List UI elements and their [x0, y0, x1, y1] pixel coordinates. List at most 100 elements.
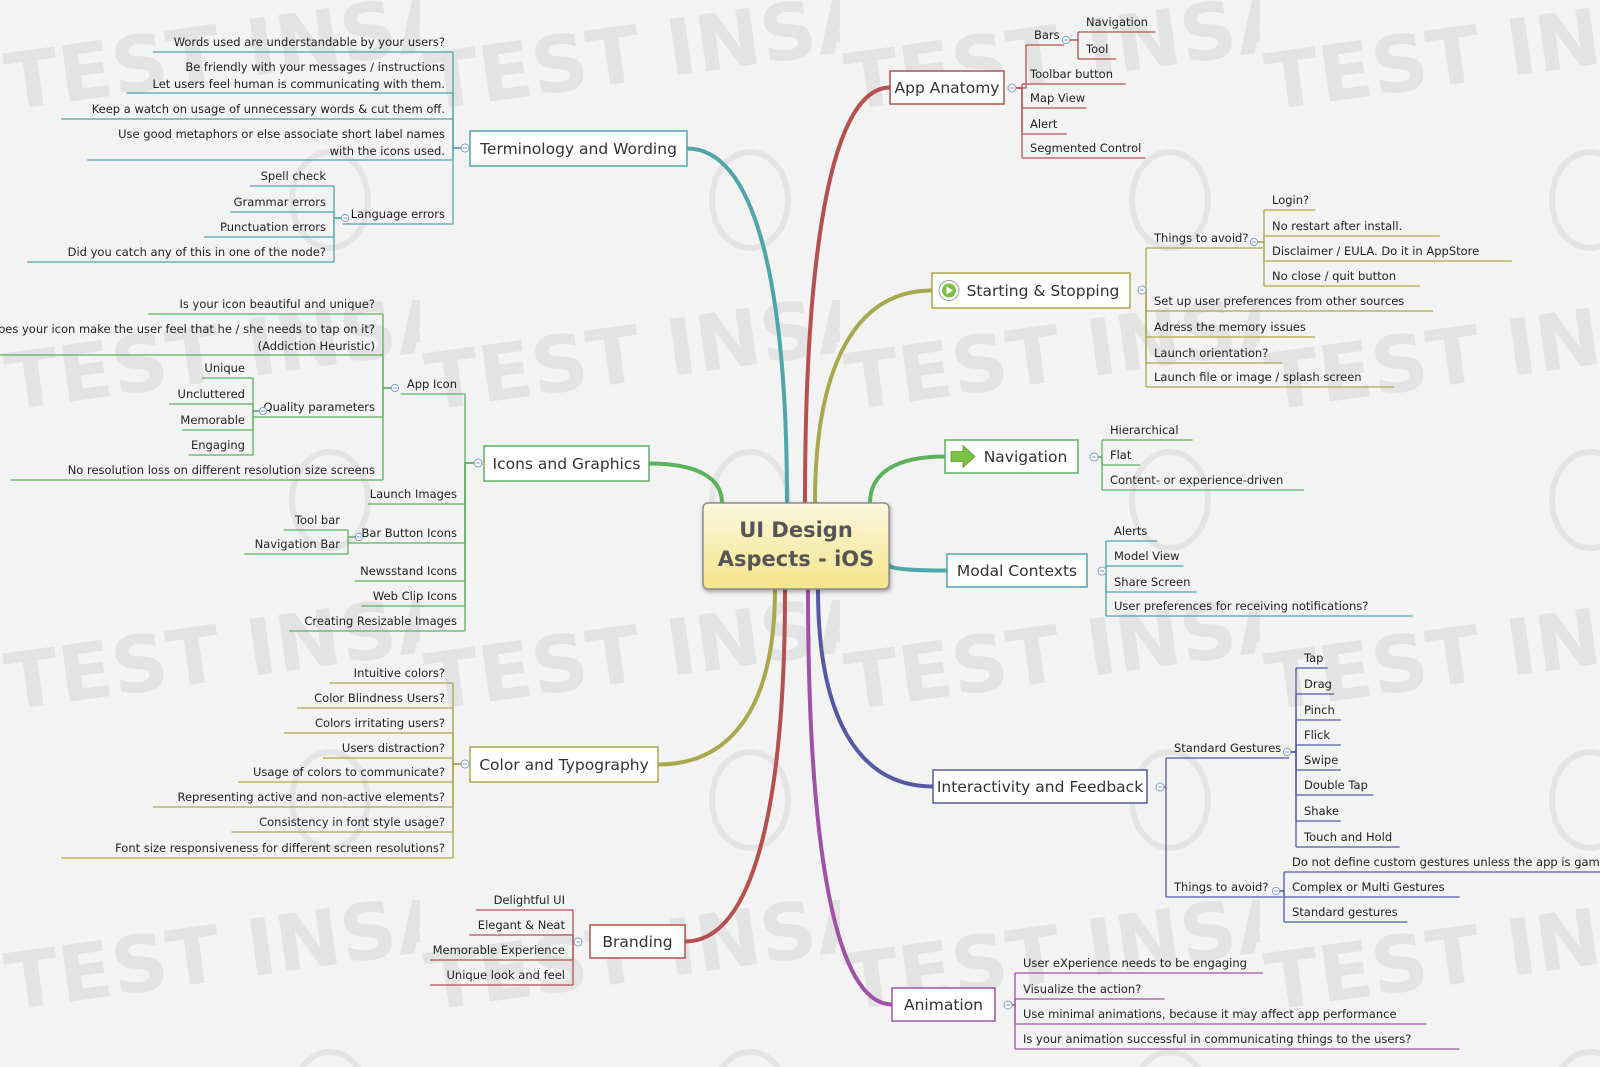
node-memorable[interactable]: Memorable	[180, 413, 245, 427]
node-tool[interactable]: Tool	[1085, 42, 1108, 56]
branch-navigation[interactable]: Navigation	[944, 439, 1079, 474]
branch-modal-contexts[interactable]: Modal Contexts	[946, 553, 1088, 588]
node-consistency-in-font-style-usage[interactable]: Consistency in font style usage?	[259, 815, 445, 829]
node-be-friendly-with-your-messages-instructions-line2[interactable]: Let users feel human is communicating wi…	[153, 77, 445, 91]
node-punctuation-errors[interactable]: Punctuation errors	[220, 220, 326, 234]
node-is-your-animation-successful-in-communicating-things-to-the-users[interactable]: Is your animation successful in communic…	[1023, 1032, 1411, 1046]
node-adress-the-memory-issues[interactable]: Adress the memory issues	[1154, 320, 1306, 334]
node-quality-parameters[interactable]: Quality parameters	[264, 400, 375, 414]
node-navigation-bar[interactable]: Navigation Bar	[255, 537, 341, 551]
arrow-right-icon	[950, 444, 976, 469]
node-usage-of-colors-to-communicate[interactable]: Usage of colors to communicate?	[253, 765, 445, 779]
node-use-minimal-animations-because-it-may-affect-app-performance[interactable]: Use minimal animations, because it may a…	[1023, 1007, 1397, 1021]
node-words-used-are-understandable-by-your-users[interactable]: Words used are understandable by your us…	[174, 35, 445, 49]
branch-connector-terminology-wording	[685, 146, 789, 505]
node-touch-and-hold[interactable]: Touch and Hold	[1303, 830, 1392, 844]
node-double-tap[interactable]: Double Tap	[1304, 778, 1368, 792]
branch-connector-branding	[683, 587, 787, 944]
branch-label-interactivity-feedback: Interactivity and Feedback	[937, 778, 1143, 796]
node-user-preferences-for-receiving-notifications[interactable]: User preferences for receiving notificat…	[1114, 599, 1368, 613]
node-color-blindness-users[interactable]: Color Blindness Users?	[314, 691, 445, 705]
node-did-you-catch-any-of-this-in-one-of-the-node[interactable]: Did you catch any of this in one of the …	[68, 245, 326, 259]
node-use-good-metaphors-or-else-associate-short-label-names[interactable]: Use good metaphors or else associate sho…	[118, 127, 445, 141]
branch-box	[469, 746, 659, 783]
node-navigation[interactable]: Navigation	[1086, 15, 1148, 29]
branch-branding[interactable]: Branding	[589, 924, 686, 959]
node-model-view[interactable]: Model View	[1114, 549, 1179, 563]
branch-interactivity-feedback[interactable]: Interactivity and Feedback	[932, 769, 1148, 804]
branch-color-typography[interactable]: Color and Typography	[469, 746, 659, 783]
node-no-resolution-loss-on-different-resolution-size-screens[interactable]: No resolution loss on different resoluti…	[68, 463, 375, 477]
node-elegant-neat[interactable]: Elegant & Neat	[478, 918, 566, 932]
node-flat[interactable]: Flat	[1110, 448, 1132, 462]
node-web-clip-icons[interactable]: Web Clip Icons	[373, 589, 457, 603]
node-launch-images[interactable]: Launch Images	[370, 487, 457, 501]
node-engaging[interactable]: Engaging	[191, 438, 245, 452]
node-representing-active-and-non-active-elements[interactable]: Representing active and non-active eleme…	[178, 790, 446, 804]
node-alert[interactable]: Alert	[1030, 117, 1058, 131]
node-disclaimer-eula-do-it-in-appstore[interactable]: Disclaimer / EULA. Do it in AppStore	[1272, 244, 1479, 258]
node-content-or-experience-driven[interactable]: Content- or experience-driven	[1110, 473, 1283, 487]
node-be-friendly-with-your-messages-instructions[interactable]: Be friendly with your messages / instruc…	[185, 60, 445, 74]
node-shake[interactable]: Shake	[1304, 804, 1339, 818]
branch-connector-icons-graphics	[647, 461, 724, 505]
branch-connector-starting-stopping	[813, 288, 934, 505]
central-topic[interactable]: UI Design Aspects - iOS	[702, 502, 890, 590]
node-set-up-user-preferences-from-other-sources[interactable]: Set up user preferences from other sourc…	[1154, 294, 1404, 308]
node-hierarchical[interactable]: Hierarchical	[1110, 423, 1179, 437]
node-intuitive-colors[interactable]: Intuitive colors?	[354, 666, 445, 680]
node-things-to-avoid[interactable]: Things to avoid?	[1173, 880, 1268, 894]
node-user-experience-needs-to-be-engaging[interactable]: User eXperience needs to be engaging	[1023, 956, 1247, 970]
node-tap[interactable]: Tap	[1303, 651, 1323, 665]
node-grammar-errors[interactable]: Grammar errors	[234, 195, 326, 209]
node-standard-gestures[interactable]: Standard gestures	[1292, 905, 1398, 919]
node-do-not-define-custom-gestures-unless-the-app-is-game[interactable]: Do not define custom gestures unless the…	[1292, 855, 1600, 869]
node-memorable-experience[interactable]: Memorable Experience	[433, 943, 565, 957]
branch-starting-stopping[interactable]: Starting & Stopping	[931, 272, 1131, 309]
node-font-size-responsiveness-for-different-screen-resolutions[interactable]: Font size responsiveness for different s…	[115, 841, 445, 855]
node-bar-button-icons[interactable]: Bar Button Icons	[361, 526, 457, 540]
node-share-screen[interactable]: Share Screen	[1114, 575, 1190, 589]
branch-app-anatomy[interactable]: App Anatomy	[889, 70, 1005, 105]
node-spell-check[interactable]: Spell check	[261, 169, 327, 183]
node-login[interactable]: Login?	[1272, 193, 1309, 207]
node-delightful-ui[interactable]: Delightful UI	[494, 893, 565, 907]
node-bars[interactable]: Bars	[1034, 28, 1060, 42]
node-newsstand-icons[interactable]: Newsstand Icons	[360, 564, 457, 578]
node-pinch[interactable]: Pinch	[1304, 703, 1335, 717]
node-visualize-the-action[interactable]: Visualize the action?	[1023, 982, 1141, 996]
node-creating-resizable-images[interactable]: Creating Resizable Images	[304, 614, 457, 628]
node-uncluttered[interactable]: Uncluttered	[178, 387, 245, 401]
node-no-close-quit-button[interactable]: No close / quit button	[1272, 269, 1396, 283]
node-segmented-control[interactable]: Segmented Control	[1030, 141, 1141, 155]
node-is-your-icon-beautiful-and-unique[interactable]: Is your icon beautiful and unique?	[180, 297, 375, 311]
node-swipe[interactable]: Swipe	[1304, 753, 1338, 767]
branch-animation[interactable]: Animation	[891, 987, 996, 1022]
node-users-distraction[interactable]: Users distraction?	[342, 741, 445, 755]
node-toolbar-button[interactable]: Toolbar button	[1029, 67, 1113, 81]
node-unique-look-and-feel[interactable]: Unique look and feel	[447, 968, 566, 982]
branch-terminology-wording[interactable]: Terminology and Wording	[469, 130, 688, 167]
branch-label-starting-stopping: Starting & Stopping	[967, 282, 1120, 300]
node-colors-irritating-users[interactable]: Colors irritating users?	[315, 716, 445, 730]
node-does-your-icon-make-the-user-feel-that-he-she-needs-to-tap-on-it[interactable]: Does your icon make the user feel that h…	[0, 322, 375, 336]
node-map-view[interactable]: Map View	[1030, 91, 1085, 105]
node-language-errors[interactable]: Language errors	[351, 207, 445, 221]
node-things-to-avoid[interactable]: Things to avoid?	[1153, 231, 1248, 245]
node-alerts[interactable]: Alerts	[1114, 524, 1147, 538]
node-no-restart-after-install[interactable]: No restart after install.	[1272, 219, 1402, 233]
branch-box	[589, 924, 686, 959]
node-tool-bar[interactable]: Tool bar	[294, 513, 340, 527]
node-keep-a-watch-on-usage-of-unnecessary-words-cut-them-off[interactable]: Keep a watch on usage of unnecessary wor…	[92, 102, 445, 116]
node-use-good-metaphors-or-else-associate-short-label-names-line2[interactable]: with the icons used.	[330, 144, 445, 158]
node-flick[interactable]: Flick	[1304, 728, 1330, 742]
node-standard-gestures[interactable]: Standard Gestures	[1174, 741, 1281, 755]
branch-icons-graphics[interactable]: Icons and Graphics	[483, 445, 650, 482]
node-launch-file-or-image-splash-screen[interactable]: Launch file or image / splash screen	[1154, 370, 1362, 384]
node-unique[interactable]: Unique	[204, 361, 245, 375]
node-does-your-icon-make-the-user-feel-that-he-she-needs-to-tap-on-it-line2[interactable]: (Addiction Heuristic)	[258, 339, 375, 353]
node-app-icon[interactable]: App Icon	[407, 377, 457, 391]
node-complex-or-multi-gestures[interactable]: Complex or Multi Gestures	[1292, 880, 1445, 894]
node-drag[interactable]: Drag	[1304, 677, 1332, 691]
node-launch-orientation[interactable]: Launch orientation?	[1154, 346, 1268, 360]
